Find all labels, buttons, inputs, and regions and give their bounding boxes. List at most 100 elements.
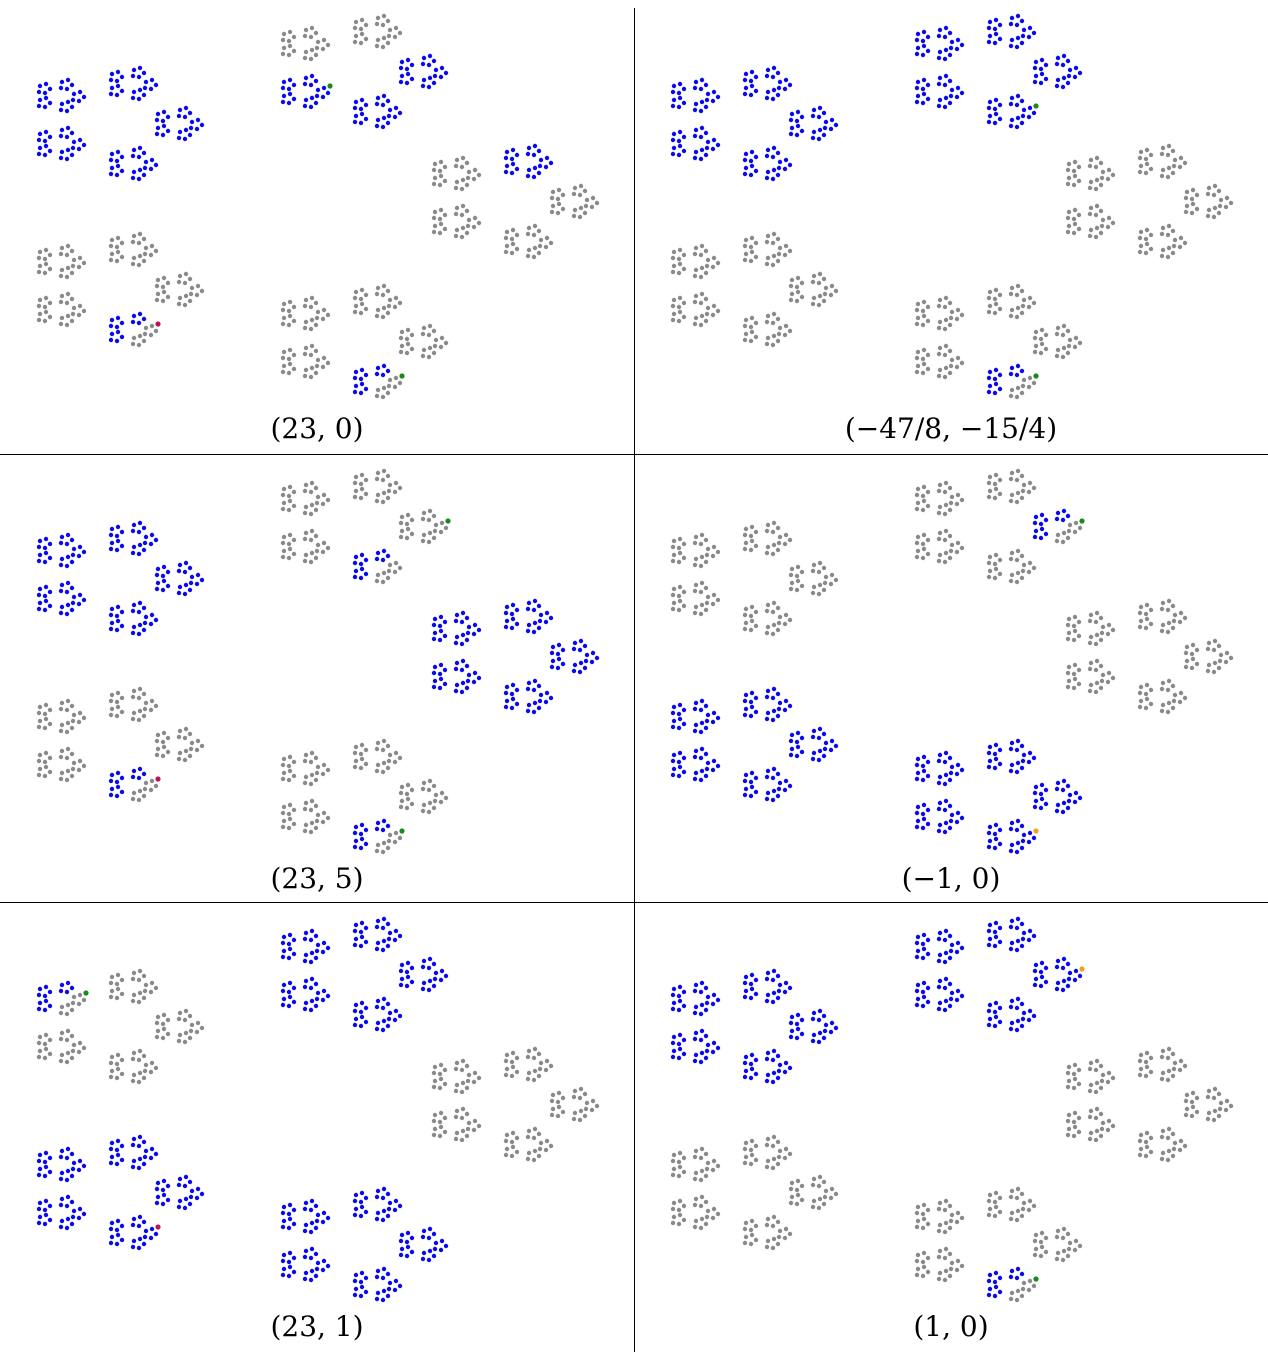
- fractal-dot: [287, 990, 291, 994]
- fractal-dot: [754, 1058, 758, 1062]
- fractal-dot: [115, 794, 119, 798]
- fractal-dot: [788, 163, 792, 167]
- panel-label: (−47/8, −15/4): [634, 412, 1268, 445]
- fractal-dot: [938, 979, 942, 983]
- fractal-dot: [550, 665, 554, 669]
- fractal-dot: [381, 580, 385, 584]
- fractal-dot: [948, 934, 952, 938]
- fractal-dot: [1138, 691, 1142, 695]
- fractal-dot: [326, 1264, 330, 1268]
- fractal-dot: [949, 819, 953, 823]
- fractal-dot: [1072, 1086, 1076, 1090]
- fractal-dot: [1009, 579, 1013, 583]
- fractal-dot: [82, 716, 86, 720]
- fractal-dot: [110, 1141, 114, 1145]
- fractal-dot: [1066, 81, 1070, 85]
- fractal-dot: [156, 733, 160, 737]
- fractal-dot: [142, 1054, 146, 1058]
- panel-label: (23, 5): [0, 862, 634, 895]
- fractal-dot: [166, 115, 170, 119]
- fractal-dot: [71, 553, 75, 557]
- fractal-dot: [1099, 1134, 1103, 1138]
- fractal-dot: [115, 93, 119, 97]
- fractal-dot: [822, 1180, 826, 1184]
- fractal-dot: [439, 208, 443, 212]
- fractal-dot: [511, 1145, 515, 1149]
- fractal-dot: [789, 739, 793, 743]
- fractal-dot: [750, 70, 754, 74]
- fractal-dot: [943, 327, 947, 331]
- fractal-dot: [1039, 67, 1043, 71]
- fractal-dot: [1144, 1154, 1148, 1158]
- fractal-dot: [1021, 1017, 1025, 1021]
- fractal-dot: [788, 329, 792, 333]
- fractal-dot: [988, 290, 992, 294]
- fractal-dot: [156, 1181, 160, 1185]
- fractal-dot: [388, 1011, 392, 1015]
- fractal-dot: [948, 556, 952, 560]
- fractal-dot: [406, 1245, 410, 1249]
- fractal-dot: [454, 1089, 458, 1093]
- fractal-dot: [944, 26, 948, 30]
- fractal-dot: [926, 49, 930, 53]
- fractal-dot: [1139, 605, 1143, 609]
- fractal-dot: [677, 257, 681, 261]
- fractal-dot: [700, 1195, 704, 1199]
- fractal-dot: [184, 561, 188, 565]
- fractal-dot: [998, 1290, 1002, 1294]
- fractal-dot: [465, 183, 469, 187]
- fractal-dot: [309, 1208, 313, 1212]
- fractal-dot: [1160, 709, 1164, 713]
- fractal-dot: [790, 278, 794, 282]
- fractal-dot: [188, 588, 192, 592]
- fractal-dot: [454, 667, 458, 671]
- fractal-dot: [1138, 170, 1142, 174]
- fractal-dot: [1032, 1204, 1036, 1208]
- fractal-dot: [1173, 1061, 1177, 1065]
- fractal-dot: [443, 179, 447, 183]
- fractal-dot: [1027, 840, 1031, 844]
- fractal-dot: [796, 1013, 800, 1017]
- fractal-dot: [993, 107, 997, 111]
- fractal-dot: [812, 1177, 816, 1181]
- fractal-dot: [1062, 531, 1066, 535]
- fractal-dot: [70, 752, 74, 756]
- fractal-dot: [682, 253, 686, 257]
- fractal-dot: [1094, 1138, 1098, 1142]
- fractal-dot: [783, 622, 787, 626]
- fractal-dot: [829, 293, 833, 297]
- fractal-dot: [143, 1069, 147, 1073]
- fractal-dot: [678, 537, 682, 541]
- fractal-dot: [1039, 1240, 1043, 1244]
- fractal-dot: [287, 87, 291, 91]
- fractal-dot: [405, 1254, 409, 1258]
- fractal-dot: [154, 163, 158, 167]
- fractal-dot: [309, 83, 313, 87]
- fractal-dot: [987, 1023, 991, 1027]
- fractal-dot: [1184, 1099, 1188, 1103]
- fractal-dot: [776, 1162, 780, 1166]
- fractal-dot: [744, 773, 748, 777]
- fractal-dot: [700, 1217, 704, 1221]
- fractal-dot: [1016, 571, 1020, 575]
- fractal-dot: [1185, 645, 1189, 649]
- fractal-dot: [1033, 521, 1037, 525]
- fractal-dot: [1225, 1099, 1229, 1103]
- fractal-dot: [44, 310, 48, 314]
- fractal-dot: [188, 1180, 192, 1184]
- fractal-dot: [987, 106, 991, 110]
- fractal-dot: [504, 1153, 508, 1157]
- fractal-dot: [315, 771, 319, 775]
- fractal-dot: [326, 546, 330, 550]
- fractal-dot: [743, 92, 747, 96]
- fractal-dot: [282, 1267, 286, 1271]
- fractal-dot: [381, 45, 385, 49]
- fractal-dot: [704, 105, 708, 109]
- fractal-dot: [943, 760, 947, 764]
- fractal-dot: [314, 323, 318, 327]
- fractal-dot: [360, 1191, 364, 1195]
- fractal-dot: [573, 663, 577, 667]
- fractal-dot: [672, 705, 676, 709]
- fractal-dot: [1100, 631, 1104, 635]
- fractal-dot: [116, 150, 120, 154]
